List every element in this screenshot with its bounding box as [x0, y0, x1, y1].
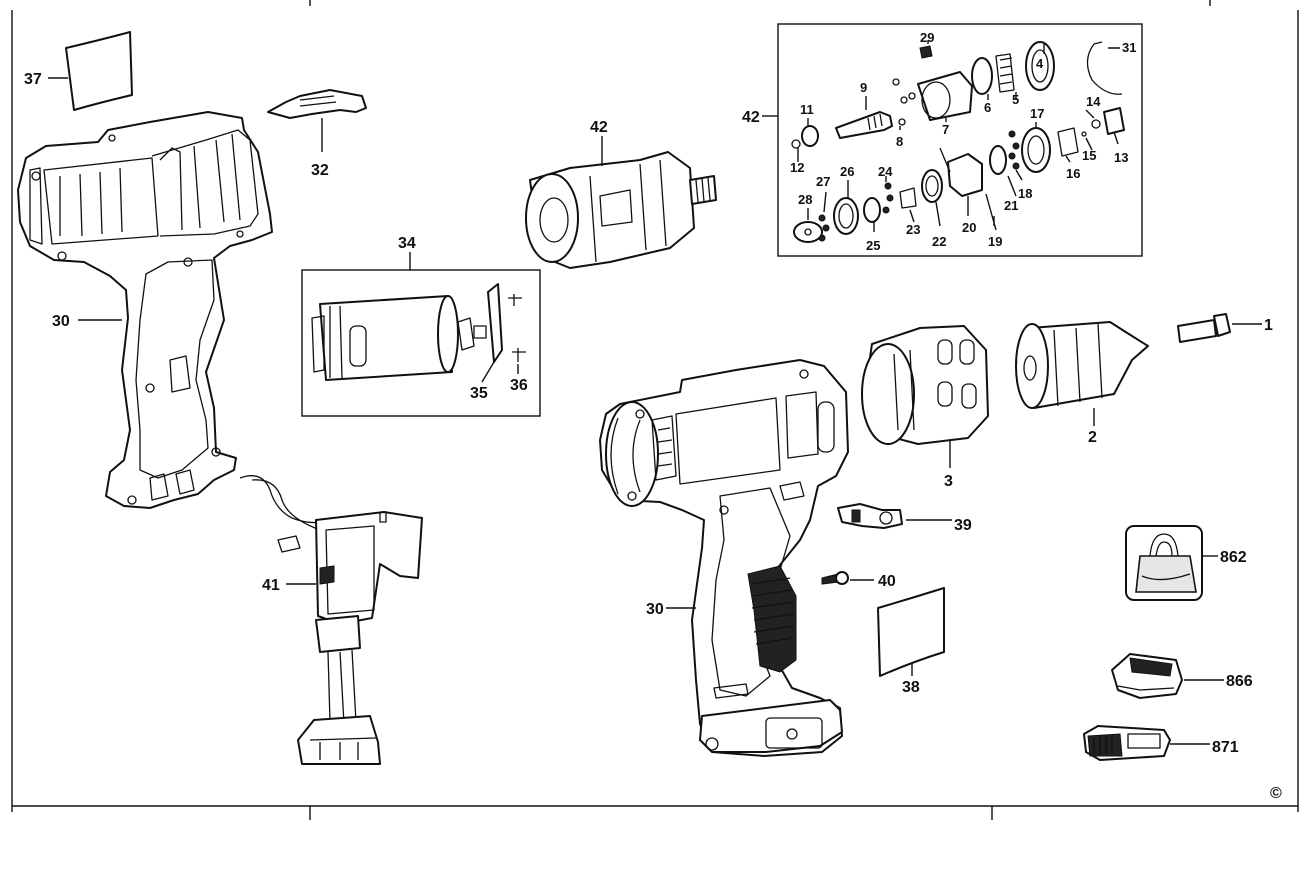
callout-1: 1: [1264, 317, 1273, 334]
callout-39: 39: [954, 517, 972, 534]
part-42-gearbox: [525, 136, 717, 269]
callout-17: 17: [1030, 106, 1044, 121]
callout-32: 32: [311, 162, 329, 179]
charger-icon: [1083, 725, 1210, 761]
callout-29: 29: [920, 30, 934, 45]
callout-34: 34: [398, 235, 416, 252]
callout-22: 22: [932, 234, 946, 249]
callout-12: 12: [790, 160, 804, 175]
callout-31: 31: [1122, 40, 1136, 55]
callout-5: 5: [1012, 92, 1019, 107]
callout-26: 26: [840, 164, 854, 179]
battery-icon: [1111, 653, 1224, 699]
part-30-housing-left: [17, 111, 273, 509]
callout-3: 3: [944, 473, 953, 490]
part-30-drill-body: [599, 359, 849, 757]
gearbox-detail-box: [762, 23, 1143, 257]
callout-862: 862: [1220, 549, 1247, 566]
callout-23: 23: [906, 222, 920, 237]
callout-35: 35: [470, 385, 488, 402]
callout-11: 11: [800, 102, 814, 117]
callout-28: 28: [798, 192, 812, 207]
callout-37: 37: [24, 71, 42, 88]
callout-16: 16: [1066, 166, 1080, 181]
bag-icon: [1125, 525, 1218, 601]
part-1-screw: [1177, 313, 1262, 343]
callout-30-left: 30: [52, 313, 70, 330]
callout-871: 871: [1212, 739, 1239, 756]
callout-866: 866: [1226, 673, 1253, 690]
callout-40: 40: [878, 573, 896, 590]
callout-2: 2: [1088, 429, 1097, 446]
part-39-selector: [837, 503, 952, 529]
part-32-cover: [267, 89, 367, 152]
callout-42-box: 42: [742, 109, 760, 126]
part-40-screw: [821, 571, 874, 585]
callout-20: 20: [962, 220, 976, 235]
callout-13: 13: [1114, 150, 1128, 165]
callout-14: 14: [1086, 94, 1101, 109]
page-frame: [11, 0, 1299, 820]
part-3-collar: [861, 325, 989, 468]
callout-7: 7: [942, 122, 949, 137]
callout-6: 6: [984, 100, 991, 115]
leader-35: [481, 361, 495, 383]
callout-21: 21: [1004, 198, 1018, 213]
callout-36: 36: [510, 377, 528, 394]
callout-15: 15: [1082, 148, 1096, 163]
part-41-switch: [239, 475, 423, 765]
part-2-chuck: [1015, 321, 1149, 426]
part-34-motor-assembly: [301, 252, 541, 417]
callout-27: 27: [816, 174, 830, 189]
part-38-label: [877, 587, 945, 677]
part-37-label: [48, 31, 133, 111]
callout-42-top: 42: [590, 119, 608, 136]
callout-38: 38: [902, 679, 920, 696]
callout-25: 25: [866, 238, 880, 253]
callout-18: 18: [1018, 186, 1032, 201]
callout-24: 24: [878, 164, 893, 179]
copyright-mark: ©: [1270, 785, 1282, 802]
callout-9: 9: [860, 80, 867, 95]
callout-41: 41: [262, 577, 280, 594]
callout-19: 19: [988, 234, 1002, 249]
callout-30-right: 30: [646, 601, 664, 618]
callout-8: 8: [896, 134, 903, 149]
callout-4: 4: [1036, 56, 1044, 71]
